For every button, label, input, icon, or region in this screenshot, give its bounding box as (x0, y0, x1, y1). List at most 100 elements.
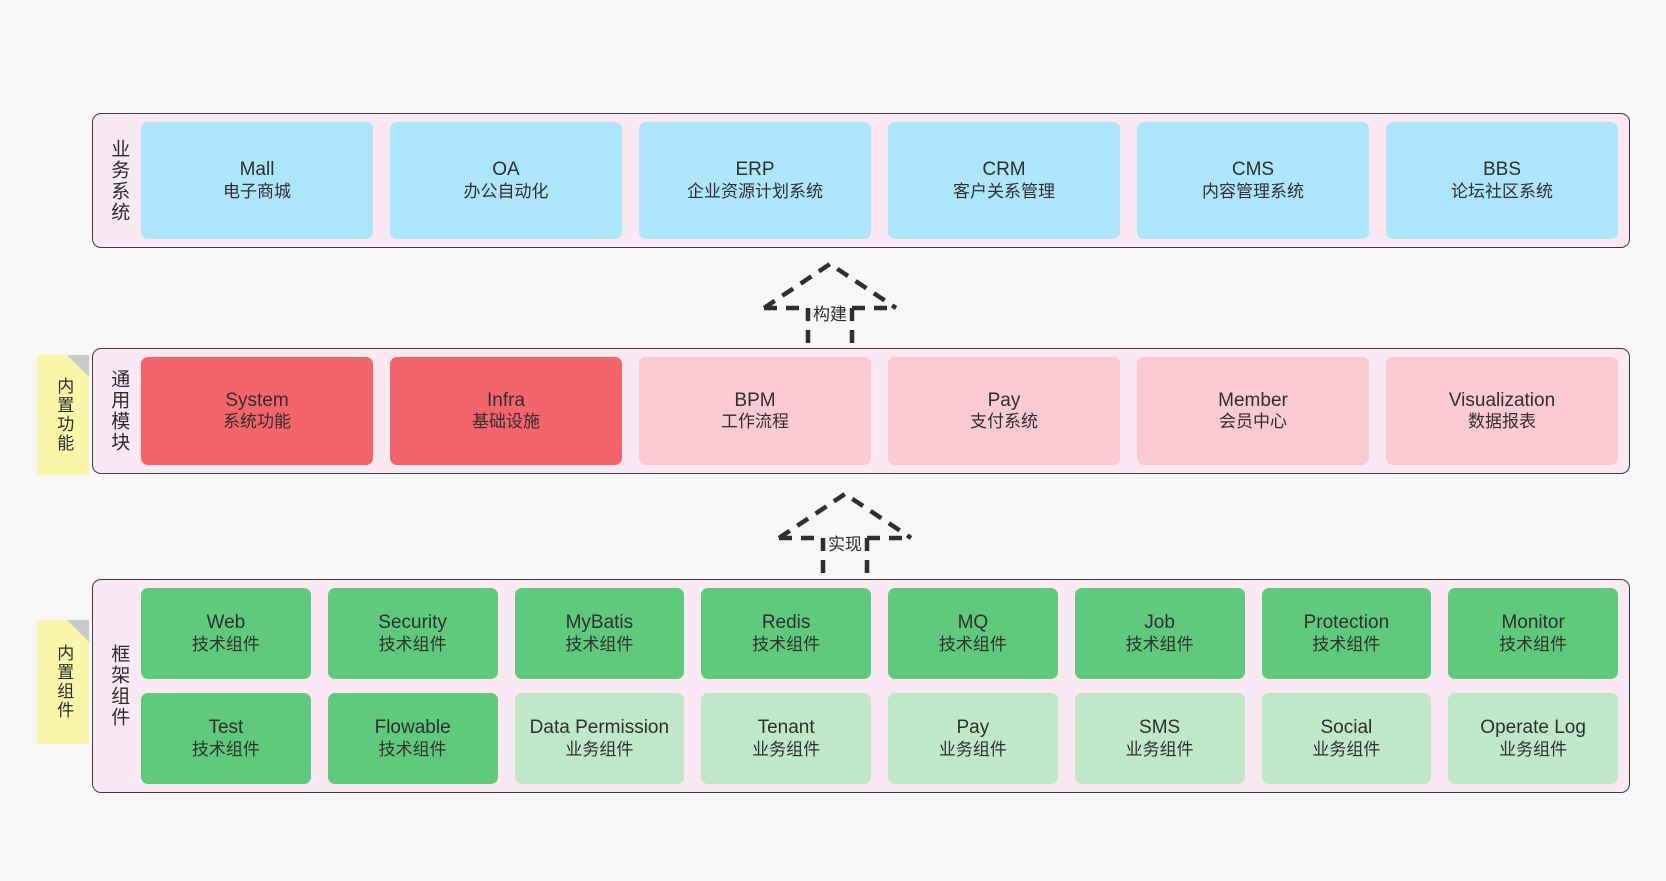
node-title: Visualization (1448, 389, 1556, 411)
node-mq[interactable]: MQ 技术组件 (888, 588, 1058, 679)
layer-business-systems: 业务系统 Mall 电子商城 OA 办公自动化 ERP 企业资源计划系统 CRM… (92, 113, 1630, 248)
layer-common-modules: 通用模块 System 系统功能 Infra 基础设施 BPM 工作流程 Pay… (92, 348, 1630, 474)
node-title: ERP (735, 159, 775, 181)
node-subtitle: 技术组件 (191, 634, 260, 654)
node-oa[interactable]: OA 办公自动化 (390, 122, 622, 239)
layer-body-common-modules: System 系统功能 Infra 基础设施 BPM 工作流程 Pay 支付系统… (135, 357, 1618, 465)
node-title: Mall (239, 159, 275, 181)
note-fold-corner-icon (67, 355, 89, 377)
node-title: Tenant (757, 717, 815, 739)
node-pay-business[interactable]: Pay 业务组件 (888, 693, 1058, 784)
node-subtitle: 技术组件 (752, 634, 821, 654)
dashed-generalization-arrow-icon (762, 261, 898, 346)
node-mall[interactable]: Mall 电子商城 (141, 122, 373, 239)
node-bbs[interactable]: BBS 论坛社区系统 (1386, 122, 1618, 239)
node-monitor[interactable]: Monitor 技术组件 (1448, 588, 1618, 679)
node-subtitle: 基础设施 (472, 412, 540, 432)
node-subtitle: 支付系统 (970, 412, 1038, 432)
connector-label-implement: 实现 (828, 535, 862, 554)
node-subtitle: 技术组件 (191, 739, 260, 759)
node-row: System 系统功能 Infra 基础设施 BPM 工作流程 Pay 支付系统… (141, 357, 1618, 465)
node-flowable[interactable]: Flowable 技术组件 (327, 693, 498, 784)
node-title: Operate Log (1480, 717, 1586, 739)
layer-title-business-systems: 业务系统 (108, 138, 130, 223)
layer-title-framework-components: 框架组件 (108, 644, 130, 728)
node-data-permission[interactable]: Data Permission 业务组件 (514, 693, 685, 784)
node-test[interactable]: Test 技术组件 (141, 693, 311, 784)
node-subtitle: 技术组件 (378, 634, 447, 654)
node-subtitle: 业务组件 (752, 739, 821, 759)
sticky-note-label: 内置组件 (54, 644, 74, 720)
node-social[interactable]: Social 业务组件 (1261, 693, 1432, 784)
node-tenant[interactable]: Tenant 业务组件 (701, 693, 871, 784)
node-sms[interactable]: SMS 业务组件 (1074, 693, 1245, 784)
layer-title-common-modules: 通用模块 (108, 369, 130, 453)
node-system[interactable]: System 系统功能 (141, 357, 373, 465)
node-pay[interactable]: Pay 支付系统 (888, 357, 1120, 465)
sticky-note-builtin-function: 内置功能 (37, 355, 89, 475)
node-subtitle: 业务组件 (565, 739, 634, 759)
note-fold-corner-icon (67, 620, 89, 642)
node-subtitle: 工作流程 (721, 412, 789, 432)
node-title: System (225, 389, 289, 411)
node-title: Protection (1303, 612, 1390, 634)
node-title: SMS (1139, 717, 1181, 739)
node-mybatis[interactable]: MyBatis 技术组件 (514, 588, 685, 679)
node-protection[interactable]: Protection 技术组件 (1261, 588, 1432, 679)
node-job[interactable]: Job 技术组件 (1074, 588, 1245, 679)
node-subtitle: 业务组件 (938, 739, 1007, 759)
node-title: MQ (957, 612, 989, 634)
node-title: Monitor (1501, 612, 1565, 634)
node-subtitle: 数据报表 (1468, 412, 1536, 432)
node-cms[interactable]: CMS 内容管理系统 (1137, 122, 1369, 239)
node-infra[interactable]: Infra 基础设施 (390, 357, 622, 465)
node-subtitle: 企业资源计划系统 (687, 181, 823, 201)
sticky-note-builtin-component: 内置组件 (37, 620, 89, 744)
node-security[interactable]: Security 技术组件 (327, 588, 498, 679)
node-subtitle: 技术组件 (565, 634, 634, 654)
node-title: CMS (1231, 159, 1275, 181)
node-erp[interactable]: ERP 企业资源计划系统 (639, 122, 871, 239)
node-subtitle: 客户关系管理 (953, 181, 1055, 201)
node-subtitle: 论坛社区系统 (1451, 181, 1553, 201)
node-member[interactable]: Member 会员中心 (1137, 357, 1369, 465)
node-row: Mall 电子商城 OA 办公自动化 ERP 企业资源计划系统 CRM 客户关系… (141, 122, 1618, 239)
sticky-note-label: 内置功能 (54, 377, 74, 453)
node-subtitle: 办公自动化 (463, 181, 549, 201)
node-title: Pay (987, 389, 1021, 411)
node-bpm[interactable]: BPM 工作流程 (639, 357, 871, 465)
node-subtitle: 电子商城 (223, 181, 291, 201)
node-title: Redis (761, 612, 811, 634)
layer-body-business-systems: Mall 电子商城 OA 办公自动化 ERP 企业资源计划系统 CRM 客户关系… (135, 122, 1618, 239)
node-operate-log[interactable]: Operate Log 业务组件 (1448, 693, 1618, 784)
node-subtitle: 技术组件 (1125, 634, 1194, 654)
layer-body-framework-components: Web 技术组件 Security 技术组件 MyBatis 技术组件 Redi… (135, 588, 1618, 784)
node-title: BPM (734, 389, 776, 411)
layer-framework-components: 框架组件 Web 技术组件 Security 技术组件 MyBatis 技术组件… (92, 579, 1630, 793)
node-title: Flowable (374, 717, 451, 739)
node-title: Infra (486, 389, 526, 411)
node-crm[interactable]: CRM 客户关系管理 (888, 122, 1120, 239)
node-title: Web (206, 612, 246, 634)
node-row: Test 技术组件 Flowable 技术组件 Data Permission … (141, 693, 1618, 784)
node-subtitle: 技术组件 (378, 739, 447, 759)
node-title: Security (378, 612, 447, 634)
node-subtitle: 内容管理系统 (1202, 181, 1304, 201)
connector-build: 构建 (760, 261, 900, 348)
node-visualization[interactable]: Visualization 数据报表 (1386, 357, 1618, 465)
node-title: OA (492, 159, 520, 181)
node-subtitle: 技术组件 (938, 634, 1007, 654)
node-web[interactable]: Web 技术组件 (141, 588, 311, 679)
node-subtitle: 业务组件 (1125, 739, 1194, 759)
node-subtitle: 会员中心 (1219, 412, 1287, 432)
node-title: Test (208, 717, 244, 739)
node-redis[interactable]: Redis 技术组件 (701, 588, 871, 679)
node-subtitle: 业务组件 (1312, 739, 1381, 759)
node-subtitle: 系统功能 (223, 412, 291, 432)
node-subtitle: 业务组件 (1499, 739, 1568, 759)
node-title: Pay (956, 717, 990, 739)
node-title: BBS (1482, 159, 1522, 181)
node-title: CRM (982, 159, 1026, 181)
node-subtitle: 技术组件 (1312, 634, 1381, 654)
connector-implement: 实现 (775, 491, 915, 578)
